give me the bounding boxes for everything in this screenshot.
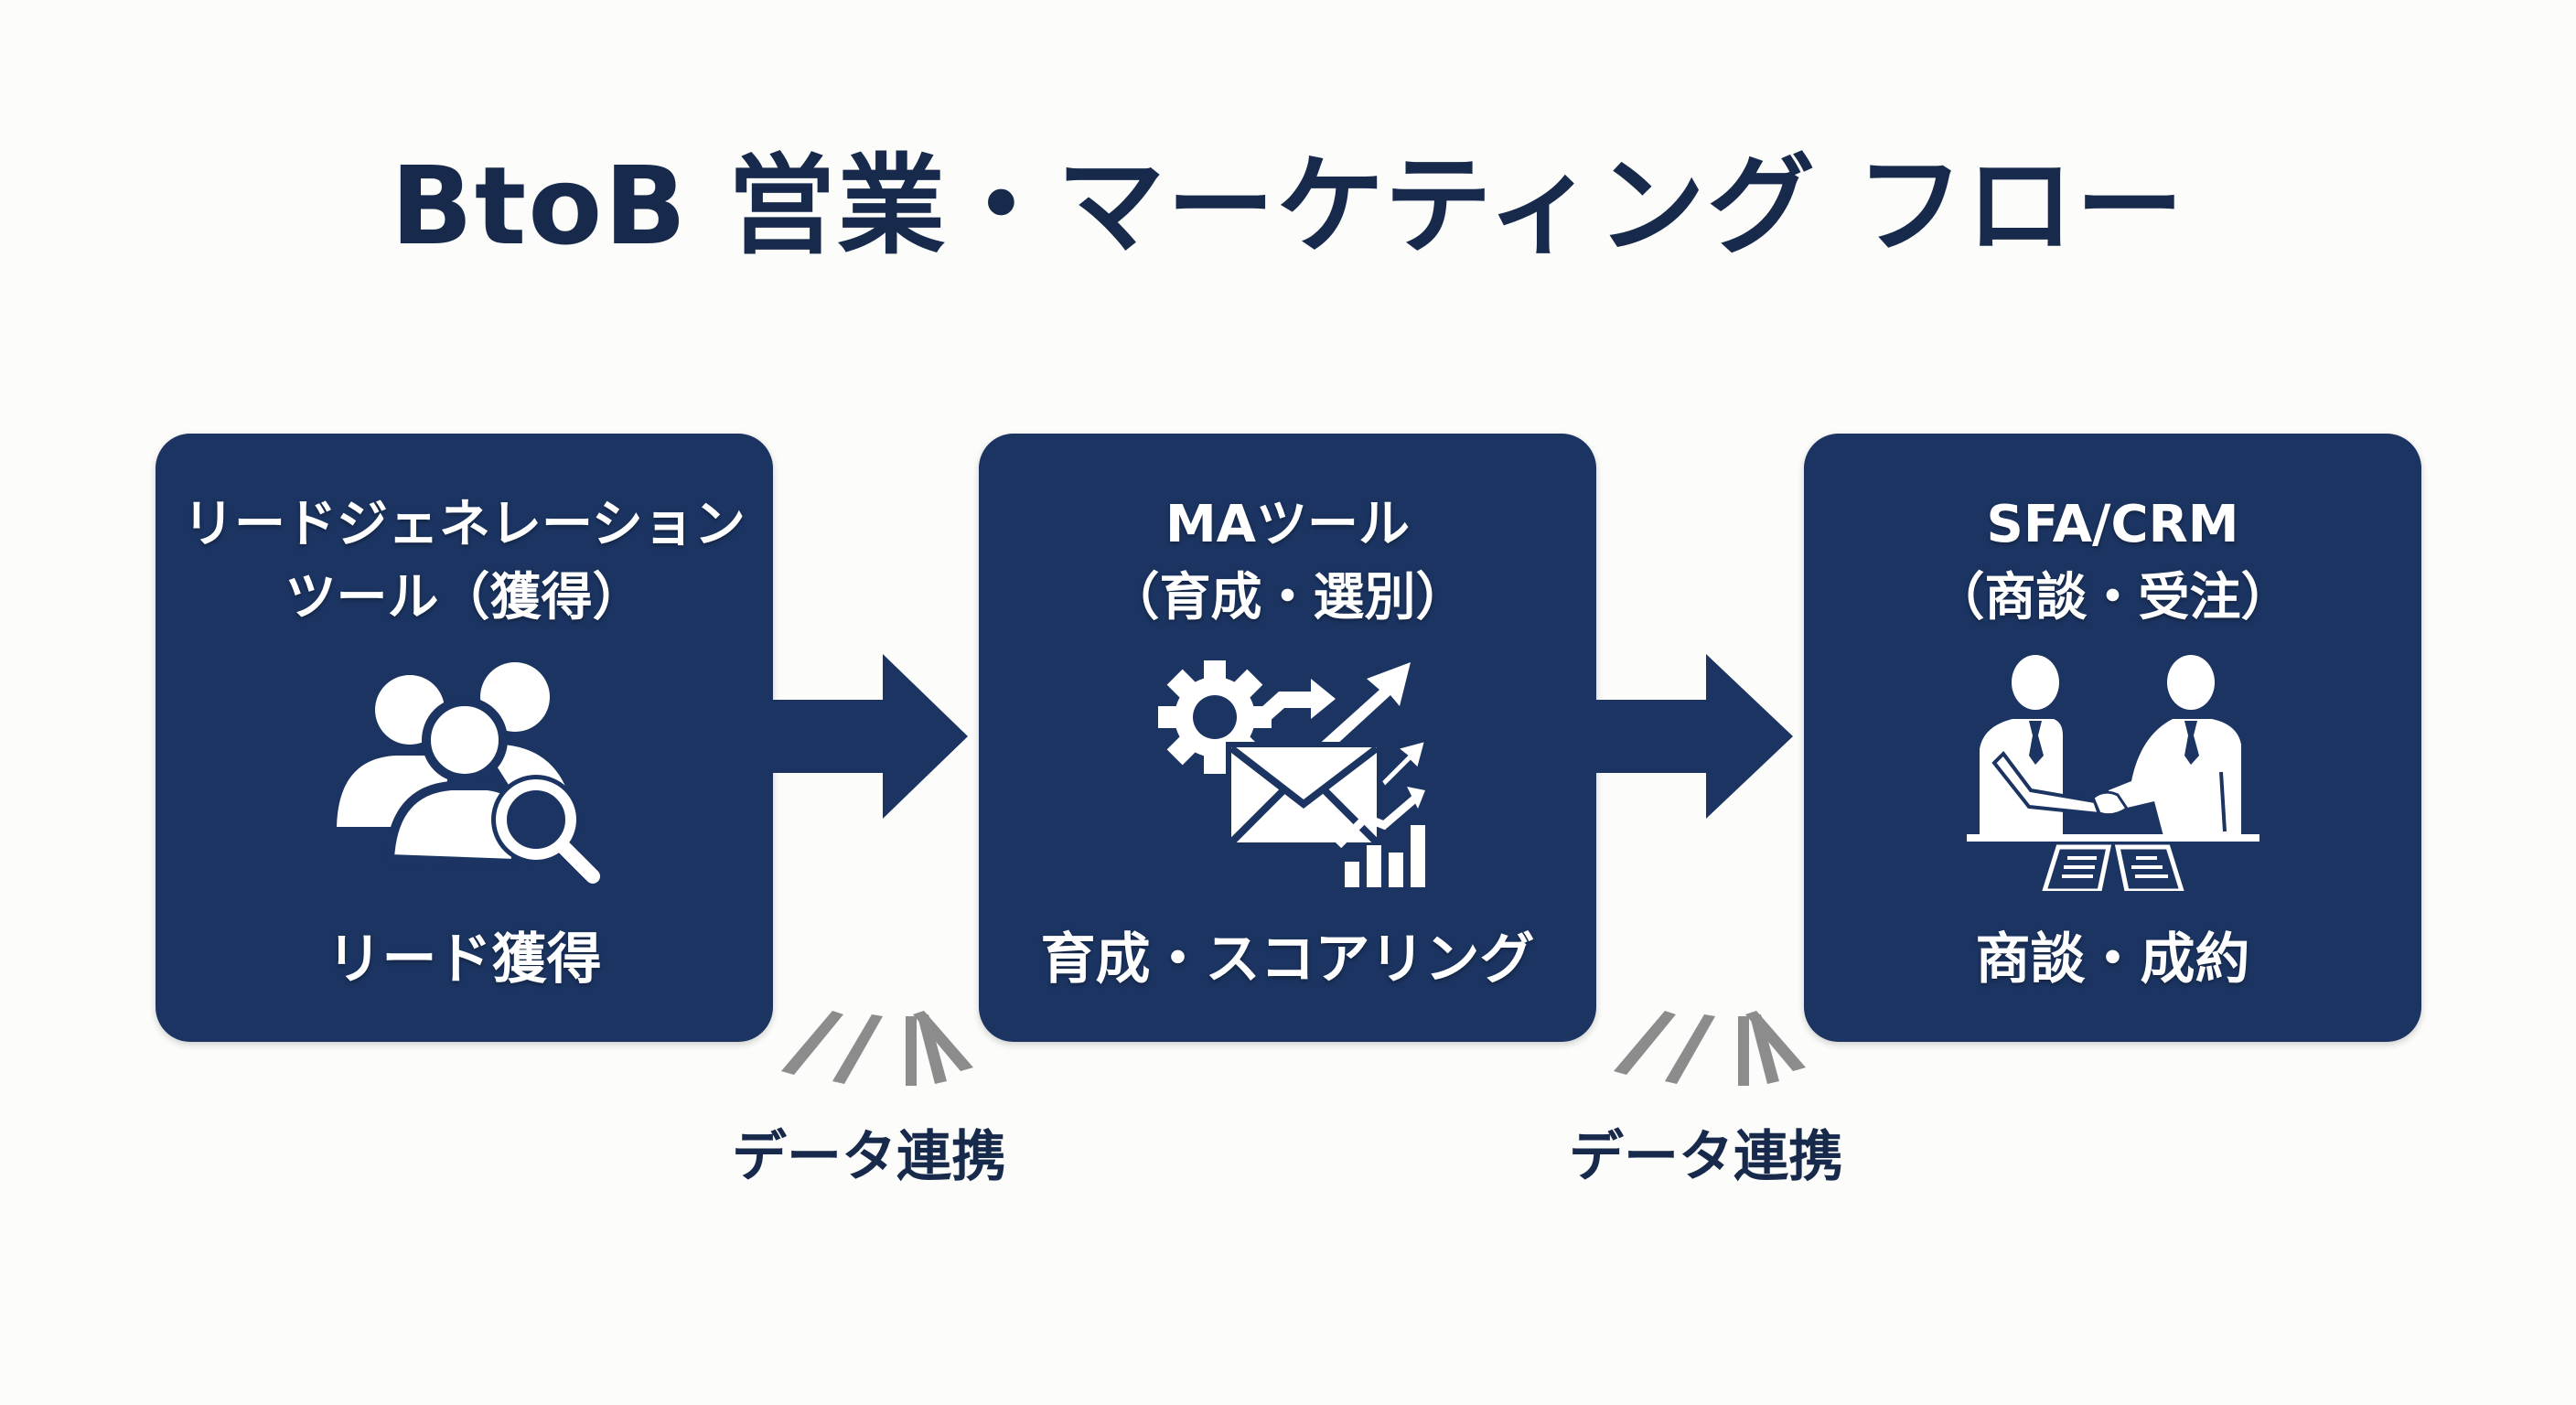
arrow-right-icon <box>773 654 970 822</box>
stage-heading: SFA/CRM （商談・受注） <box>1804 488 2421 635</box>
email-automation-growth-icon <box>1151 653 1426 895</box>
stage-label: 商談・成約 <box>1975 928 2250 992</box>
page-title: BtoB 営業・マーケティング フロー <box>390 143 2186 269</box>
arrow-right-icon <box>1596 654 1793 822</box>
stage-heading-line: ツール（獲得） <box>284 568 644 627</box>
data-link-fan-icon <box>1610 1011 1811 1097</box>
data-link-fan-icon <box>778 1011 979 1097</box>
stage-heading-line: SFA/CRM <box>1986 495 2239 554</box>
people-search-icon <box>327 653 602 895</box>
stage-heading-line: リードジェネレーション <box>183 495 746 554</box>
stage-lead-generation: リードジェネレーション ツール（獲得） リード獲得 <box>156 434 773 1042</box>
stage-heading-line: （育成・選別） <box>1108 568 1467 627</box>
stage-sfa-crm: SFA/CRM （商談・受注） <box>1804 434 2421 1042</box>
handshake-contract-icon <box>1966 653 2259 895</box>
stage-heading-line: （商談・受注） <box>1933 568 2292 627</box>
data-link-label: データ連携 <box>1569 1125 1843 1189</box>
data-link-label: データ連携 <box>732 1125 1006 1189</box>
stage-heading: MAツール （育成・選別） <box>979 488 1596 635</box>
stage-heading: リードジェネレーション ツール（獲得） <box>156 488 773 635</box>
stage-label: 育成・スコアリング <box>1040 928 1535 992</box>
stage-marketing-automation: MAツール （育成・選別） <box>979 434 1596 1042</box>
stage-heading-line: MAツール <box>1165 495 1411 554</box>
stage-label: リード獲得 <box>327 928 602 992</box>
